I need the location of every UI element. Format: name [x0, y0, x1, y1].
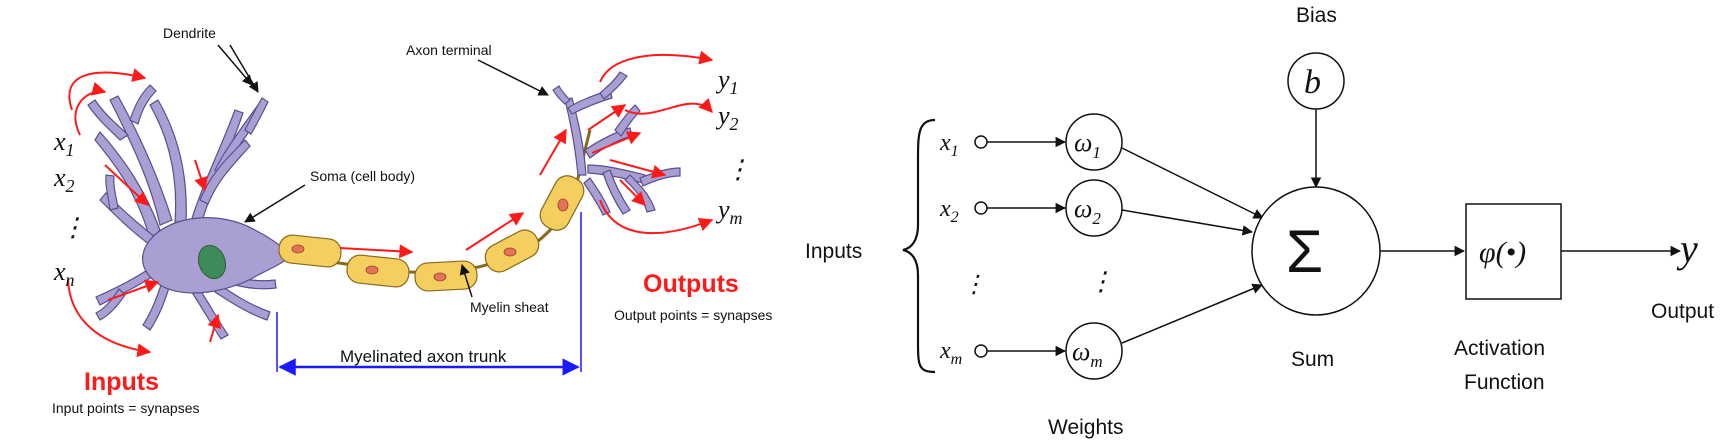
inputs-brace [902, 118, 936, 374]
weight-symbols: ω1 ω2 ⋮ ωm [1072, 128, 1114, 371]
input-terminals [974, 135, 988, 358]
weight-wm: ωm [1072, 337, 1103, 371]
perceptron-input-x1: x1 [939, 130, 959, 160]
outputs-title: Outputs [643, 270, 739, 298]
weight-w2: ω2 [1074, 194, 1101, 228]
perceptron-inputs: x1 x2 ⋮ xm [939, 130, 986, 368]
neuron-y-outputs: y1 y2 ⋮ ym [715, 65, 751, 228]
soma-label: Soma (cell body) [310, 168, 415, 184]
output-label: Output [1651, 300, 1714, 323]
input-to-weight-arrows [987, 136, 1067, 357]
sum-label: Sum [1291, 348, 1334, 371]
perceptron-inputs-label: Inputs [805, 240, 862, 263]
activation-label-2: Function [1464, 371, 1545, 394]
myelin-sheath [278, 175, 585, 292]
dendrite-label: Dendrite [163, 25, 216, 41]
neuron-output-ym: ym [715, 195, 743, 228]
perceptron-panel: Bias b Inputs x1 x2 ⋮ xm ω [805, 4, 1714, 439]
label-pointers [217, 44, 549, 298]
neuron-input-x1: x1 [53, 127, 75, 160]
weight-w1: ω1 [1074, 128, 1101, 162]
trunk-label: Myelinated axon trunk [340, 347, 507, 366]
neuron-input-xn: xn [53, 257, 75, 290]
perceptron-input-xm: xm [939, 338, 962, 368]
weight-dots: ⋮ [1088, 267, 1114, 296]
weights-label: Weights [1048, 416, 1123, 439]
nucleus [197, 244, 227, 280]
neuron-input-x2: x2 [53, 163, 75, 196]
neuron-output-dots: ⋮ [725, 155, 751, 184]
inputs-subtitle: Input points = synapses [52, 400, 200, 416]
neuron-x-inputs: x1 x2 ⋮ xn [53, 127, 86, 290]
inputs-title: Inputs [84, 368, 159, 396]
myelin-nuclei [291, 198, 569, 282]
neuron-output-y1: y1 [715, 65, 739, 98]
bias-title: Bias [1296, 4, 1337, 27]
outputs-subtitle: Output points = synapses [614, 307, 772, 323]
sum-symbol: Σ [1286, 218, 1323, 285]
activation-label-1: Activation [1454, 337, 1545, 360]
biological-neuron-panel: Dendrite Axon terminal Soma (cell body) … [52, 25, 772, 416]
weight-to-sum-arrows [1121, 147, 1264, 344]
axon-terminal-label: Axon terminal [406, 42, 492, 58]
neuron-output-y2: y2 [715, 101, 739, 134]
perceptron-input-x2: x2 [939, 196, 959, 226]
signal-arrows [67, 50, 714, 358]
neuron-input-dots: ⋮ [60, 213, 86, 242]
bias-symbol: b [1304, 64, 1321, 101]
activation-symbol: φ(•) [1479, 236, 1526, 269]
myelin-label: Myelin sheat [470, 299, 549, 315]
weight-nodes [1065, 113, 1123, 380]
dendrites [87, 84, 277, 340]
perceptron-input-dots: ⋮ [962, 272, 986, 298]
activation-box [1465, 203, 1562, 300]
output-symbol: y [1676, 226, 1698, 271]
